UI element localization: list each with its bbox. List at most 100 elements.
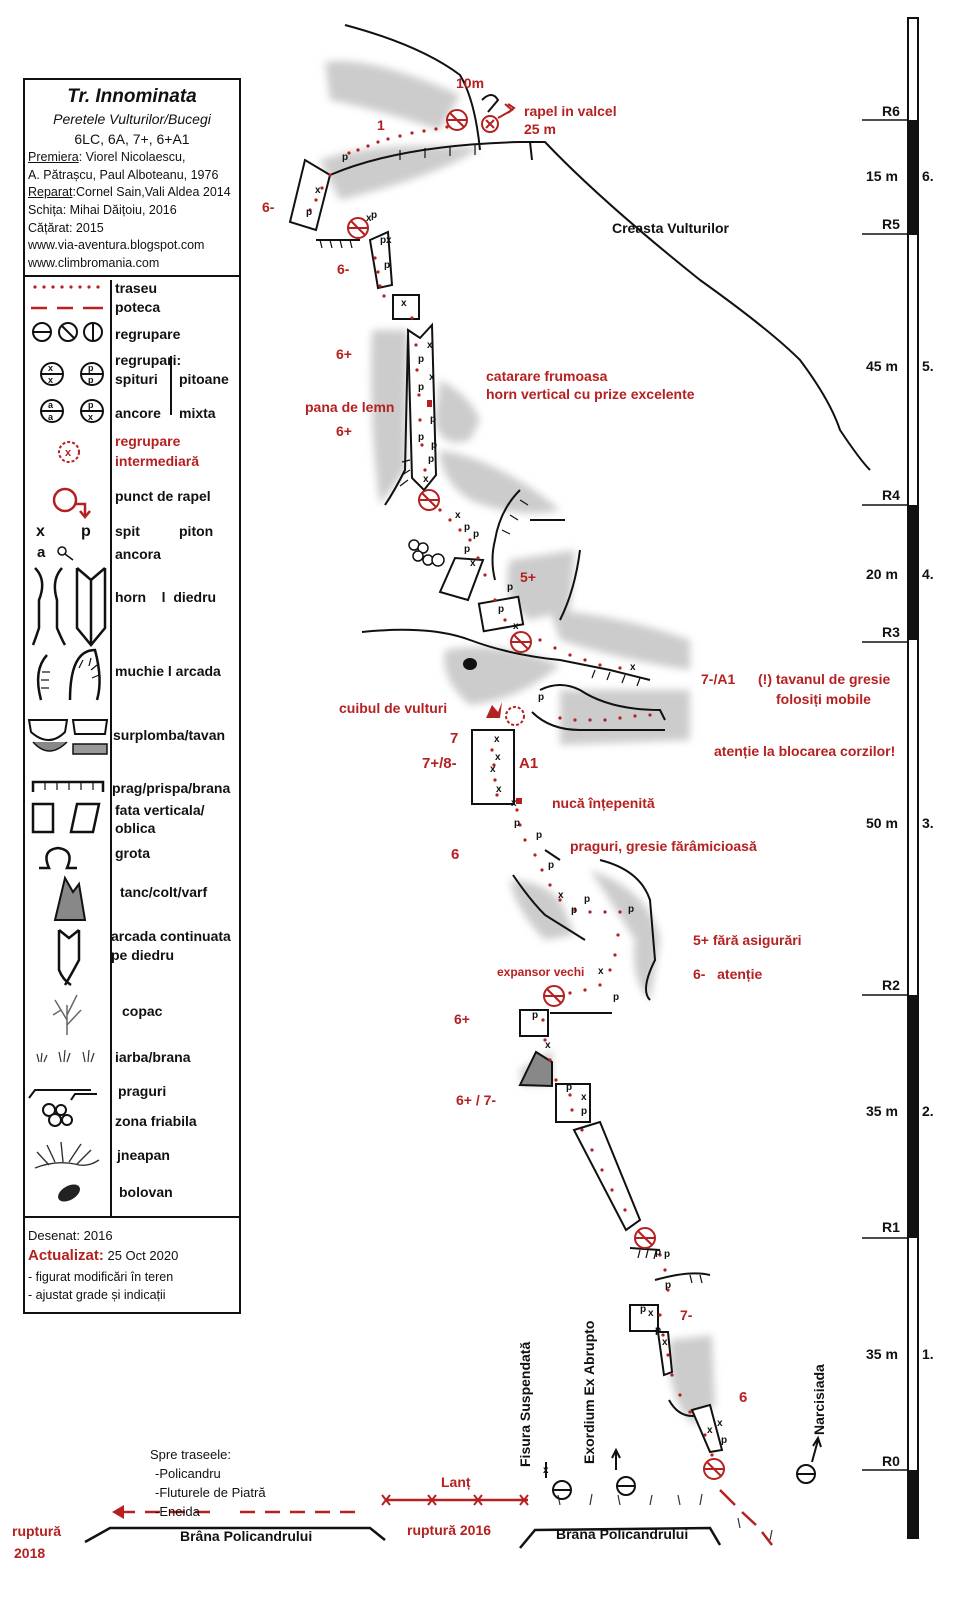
svg-text:p: p [88, 363, 94, 373]
legend-ancora: ancora [115, 546, 161, 562]
surplomba-tavan-symbol [27, 719, 109, 755]
legend-poteca: poteca [115, 299, 161, 315]
piton-mark: p [418, 432, 424, 443]
spit-mark: x [511, 798, 517, 809]
grade-7minus: 7- [680, 1307, 693, 1323]
pitch-length-1: 35 m [866, 1346, 898, 1362]
spit-mark: x [581, 1092, 587, 1103]
label-spre-1: -Policandru [155, 1466, 221, 1481]
ancora-hook-symbol [57, 546, 74, 561]
label-lant: Lanț [441, 1474, 471, 1490]
grade-6plus-c: 6+ [454, 1011, 470, 1027]
legend-arcada1: arcada continuata [111, 928, 231, 944]
label-pana: pana de lemn [305, 399, 395, 415]
piton-mark: p [384, 260, 390, 271]
iarba-symbol [36, 1049, 95, 1063]
legend-actualizat: Actualizat: 25 Oct 2020 [28, 1247, 179, 1264]
info-line-4: Schița: Mihai Dăițoiu, 2016 [28, 203, 177, 217]
grade-6minus-b: 6- [337, 261, 350, 277]
piton-mark: p [306, 207, 312, 218]
legend-fata: fata verticala/ [115, 802, 205, 818]
svg-text:x: x [65, 447, 72, 459]
label-10m: 10m [456, 75, 485, 91]
pitch-length-4: 20 m [866, 566, 898, 582]
legend-column-divider [110, 280, 112, 1218]
scale-bar [862, 17, 919, 1539]
grade-a1: A1 [519, 755, 539, 772]
regrupari-ancore-symbol: aa px [40, 399, 104, 423]
piton-mark: p [655, 1325, 661, 1336]
legend-jneapan: jneapan [117, 1147, 170, 1163]
grade-6minus-a: 6- [262, 199, 275, 215]
spit-mark: x [717, 1418, 723, 1429]
pitch-length-5: 45 m [866, 358, 898, 374]
rapel-point [481, 103, 516, 133]
piton-mark: p [428, 454, 434, 465]
legend-spituri: spituri [115, 371, 158, 387]
tanc-symbol [53, 875, 87, 921]
piton-mark: p [613, 992, 619, 1003]
legend-iarba: iarba/brana [115, 1049, 191, 1065]
horn-diedru-symbol [31, 567, 107, 647]
spit-mark: x [630, 662, 636, 673]
ground-ledges [84, 1526, 722, 1549]
route-dots [308, 125, 714, 1457]
grade-6-a: 6 [451, 846, 460, 863]
legend-intermediara: intermediară [115, 453, 200, 469]
legend-divider [25, 1216, 239, 1218]
piton-mark: p [514, 818, 520, 829]
spit-mark: x [494, 734, 500, 745]
route-subtitle: Peretele Vulturilor/Bucegi [53, 111, 211, 127]
label-spre-2: -Fluturele de Piatră [155, 1485, 266, 1500]
piton-mark: p [664, 1249, 670, 1260]
legend-traseu: traseu [115, 280, 158, 296]
label-brana-1: Brâna Policandrului [180, 1528, 313, 1544]
pitch-length-2: 35 m [866, 1103, 898, 1119]
piton-mark: p [498, 604, 504, 615]
legend-piton: piton [179, 523, 214, 539]
copac-symbol [52, 994, 82, 1035]
legend-mixta: mixta [179, 405, 216, 421]
svg-text:a: a [48, 400, 54, 410]
stuck-nut-marker [516, 798, 522, 804]
route-grade: 6LC, 6A, 7+, 6+A1 [74, 131, 190, 147]
legend-note-1: - figurat modificări în teren [28, 1270, 174, 1284]
piton-mark: p [431, 440, 437, 451]
piton-mark: p [536, 830, 542, 841]
legend-oblica: oblica [115, 820, 156, 836]
spit-mark: x [455, 510, 461, 521]
legend-prag: prag/prispa/brana [112, 780, 231, 796]
grade-7plus-8minus: 7+/8- [422, 755, 457, 772]
info-line-6[interactable]: www.via-aventura.blogspot.com [28, 238, 205, 252]
piton-mark: p [571, 905, 577, 916]
legend-surplomba: surplomba/tavan [113, 727, 226, 743]
info-line-2: A. Pătrașcu, Paul Alboteanu, 1976 [28, 168, 219, 182]
belay-r4: R4 [882, 487, 900, 503]
piton-mark: p [371, 210, 377, 221]
legend-grota: grota [115, 845, 150, 861]
pitch-length-3: 50 m [866, 815, 898, 831]
piton-mark: p [721, 1435, 727, 1446]
spit-mark: x [598, 966, 604, 977]
legend-bolovan: bolovan [119, 1184, 173, 1200]
regrupari-spit-symbol: xx pp [40, 362, 104, 386]
piton-mark: p [655, 1247, 661, 1258]
info-line-7[interactable]: www.climbromania.com [28, 256, 160, 270]
zona-friabila-symbol [42, 1103, 73, 1127]
piton-mark: p [473, 529, 479, 540]
spit-mark: x [427, 340, 433, 351]
grade-7minus-a1: 7-/A1 [701, 671, 736, 687]
spit-mark: x [386, 235, 392, 246]
intermediate-belay [505, 706, 525, 726]
neighbour-route-anchors [545, 1435, 822, 1500]
spit-mark: x [366, 213, 372, 224]
spit-mark: x [315, 185, 321, 196]
label-spre-3: -Eneida [155, 1504, 200, 1519]
regrupare-intermediara-symbol: x [58, 441, 80, 463]
legend-praguri: praguri [118, 1083, 167, 1099]
label-cuib: cuibul de vulturi [339, 700, 448, 716]
svg-text:p: p [88, 375, 94, 385]
grass-ledge [557, 1493, 773, 1541]
legend-pitoane: pitoane [179, 371, 229, 387]
label-expansor: expansor vechi [497, 965, 585, 979]
